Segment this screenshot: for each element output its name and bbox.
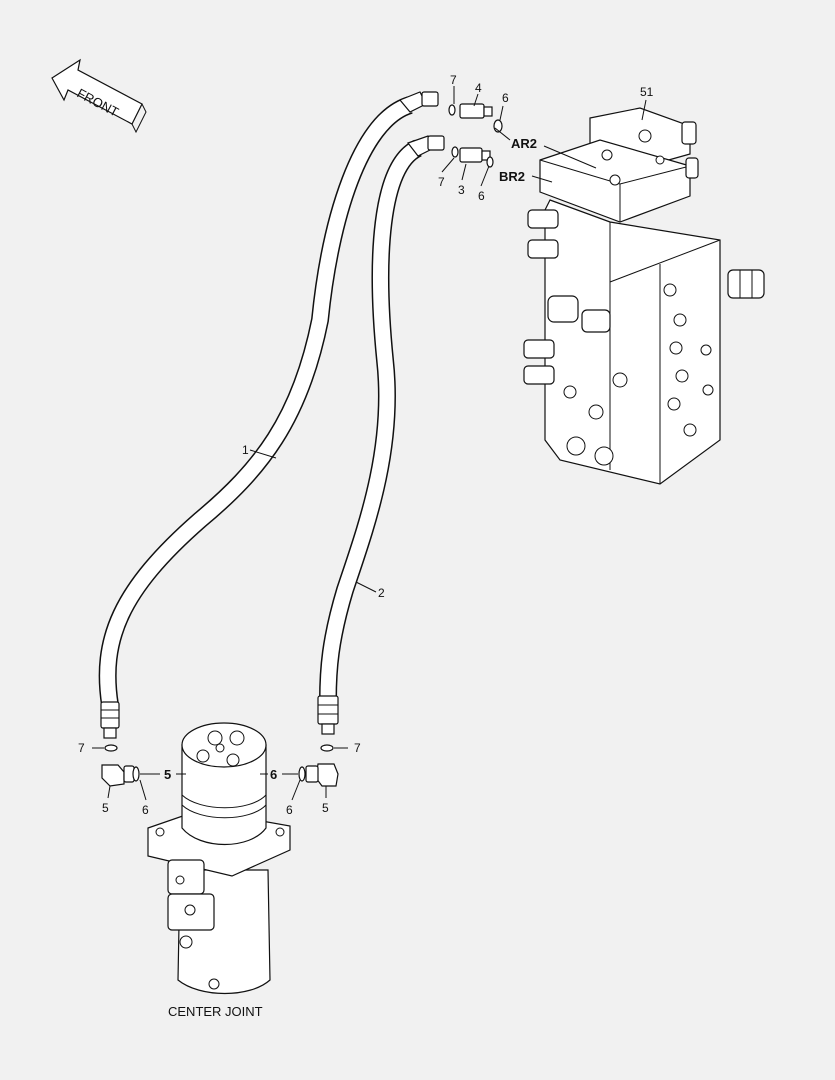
- center-joint-label: CENTER JOINT: [168, 1004, 263, 1019]
- callout-5-right: 5: [322, 801, 329, 815]
- callout-6-mid: 6: [478, 189, 485, 203]
- hose-2: [317, 135, 445, 735]
- callout-7-left: 7: [78, 741, 85, 755]
- port-ar2: AR2: [511, 136, 537, 151]
- upper-fittings: [448, 103, 503, 168]
- lower-fittings: [101, 744, 339, 787]
- callout-7-top: 7: [450, 73, 457, 87]
- callout-5-left: 5: [102, 801, 109, 815]
- callout-3: 3: [458, 183, 465, 197]
- callout-1: 1: [242, 443, 249, 457]
- callout-6-top: 6: [502, 91, 509, 105]
- callout-6-left: 6: [142, 803, 149, 817]
- callout-5-left-bold: 5: [164, 767, 171, 782]
- center-joint: [147, 722, 291, 994]
- front-arrow: FRONT: [51, 58, 147, 134]
- callout-7-right: 7: [354, 741, 361, 755]
- port-br2: BR2: [499, 169, 525, 184]
- leader-lines: [92, 86, 647, 801]
- callout-6-right-bold: 6: [270, 767, 277, 782]
- callout-7-mid: 7: [438, 175, 445, 189]
- control-valve: [523, 107, 765, 485]
- callout-6-right: 6: [286, 803, 293, 817]
- hose-1: [98, 91, 439, 739]
- callout-4: 4: [475, 81, 482, 95]
- callout-51: 51: [640, 85, 654, 99]
- callout-labels: 1 2 7 4 6 51 AR2 BR2 7 3 6 7 7 5 6 5 6 6…: [78, 73, 654, 1019]
- callout-2: 2: [378, 586, 385, 600]
